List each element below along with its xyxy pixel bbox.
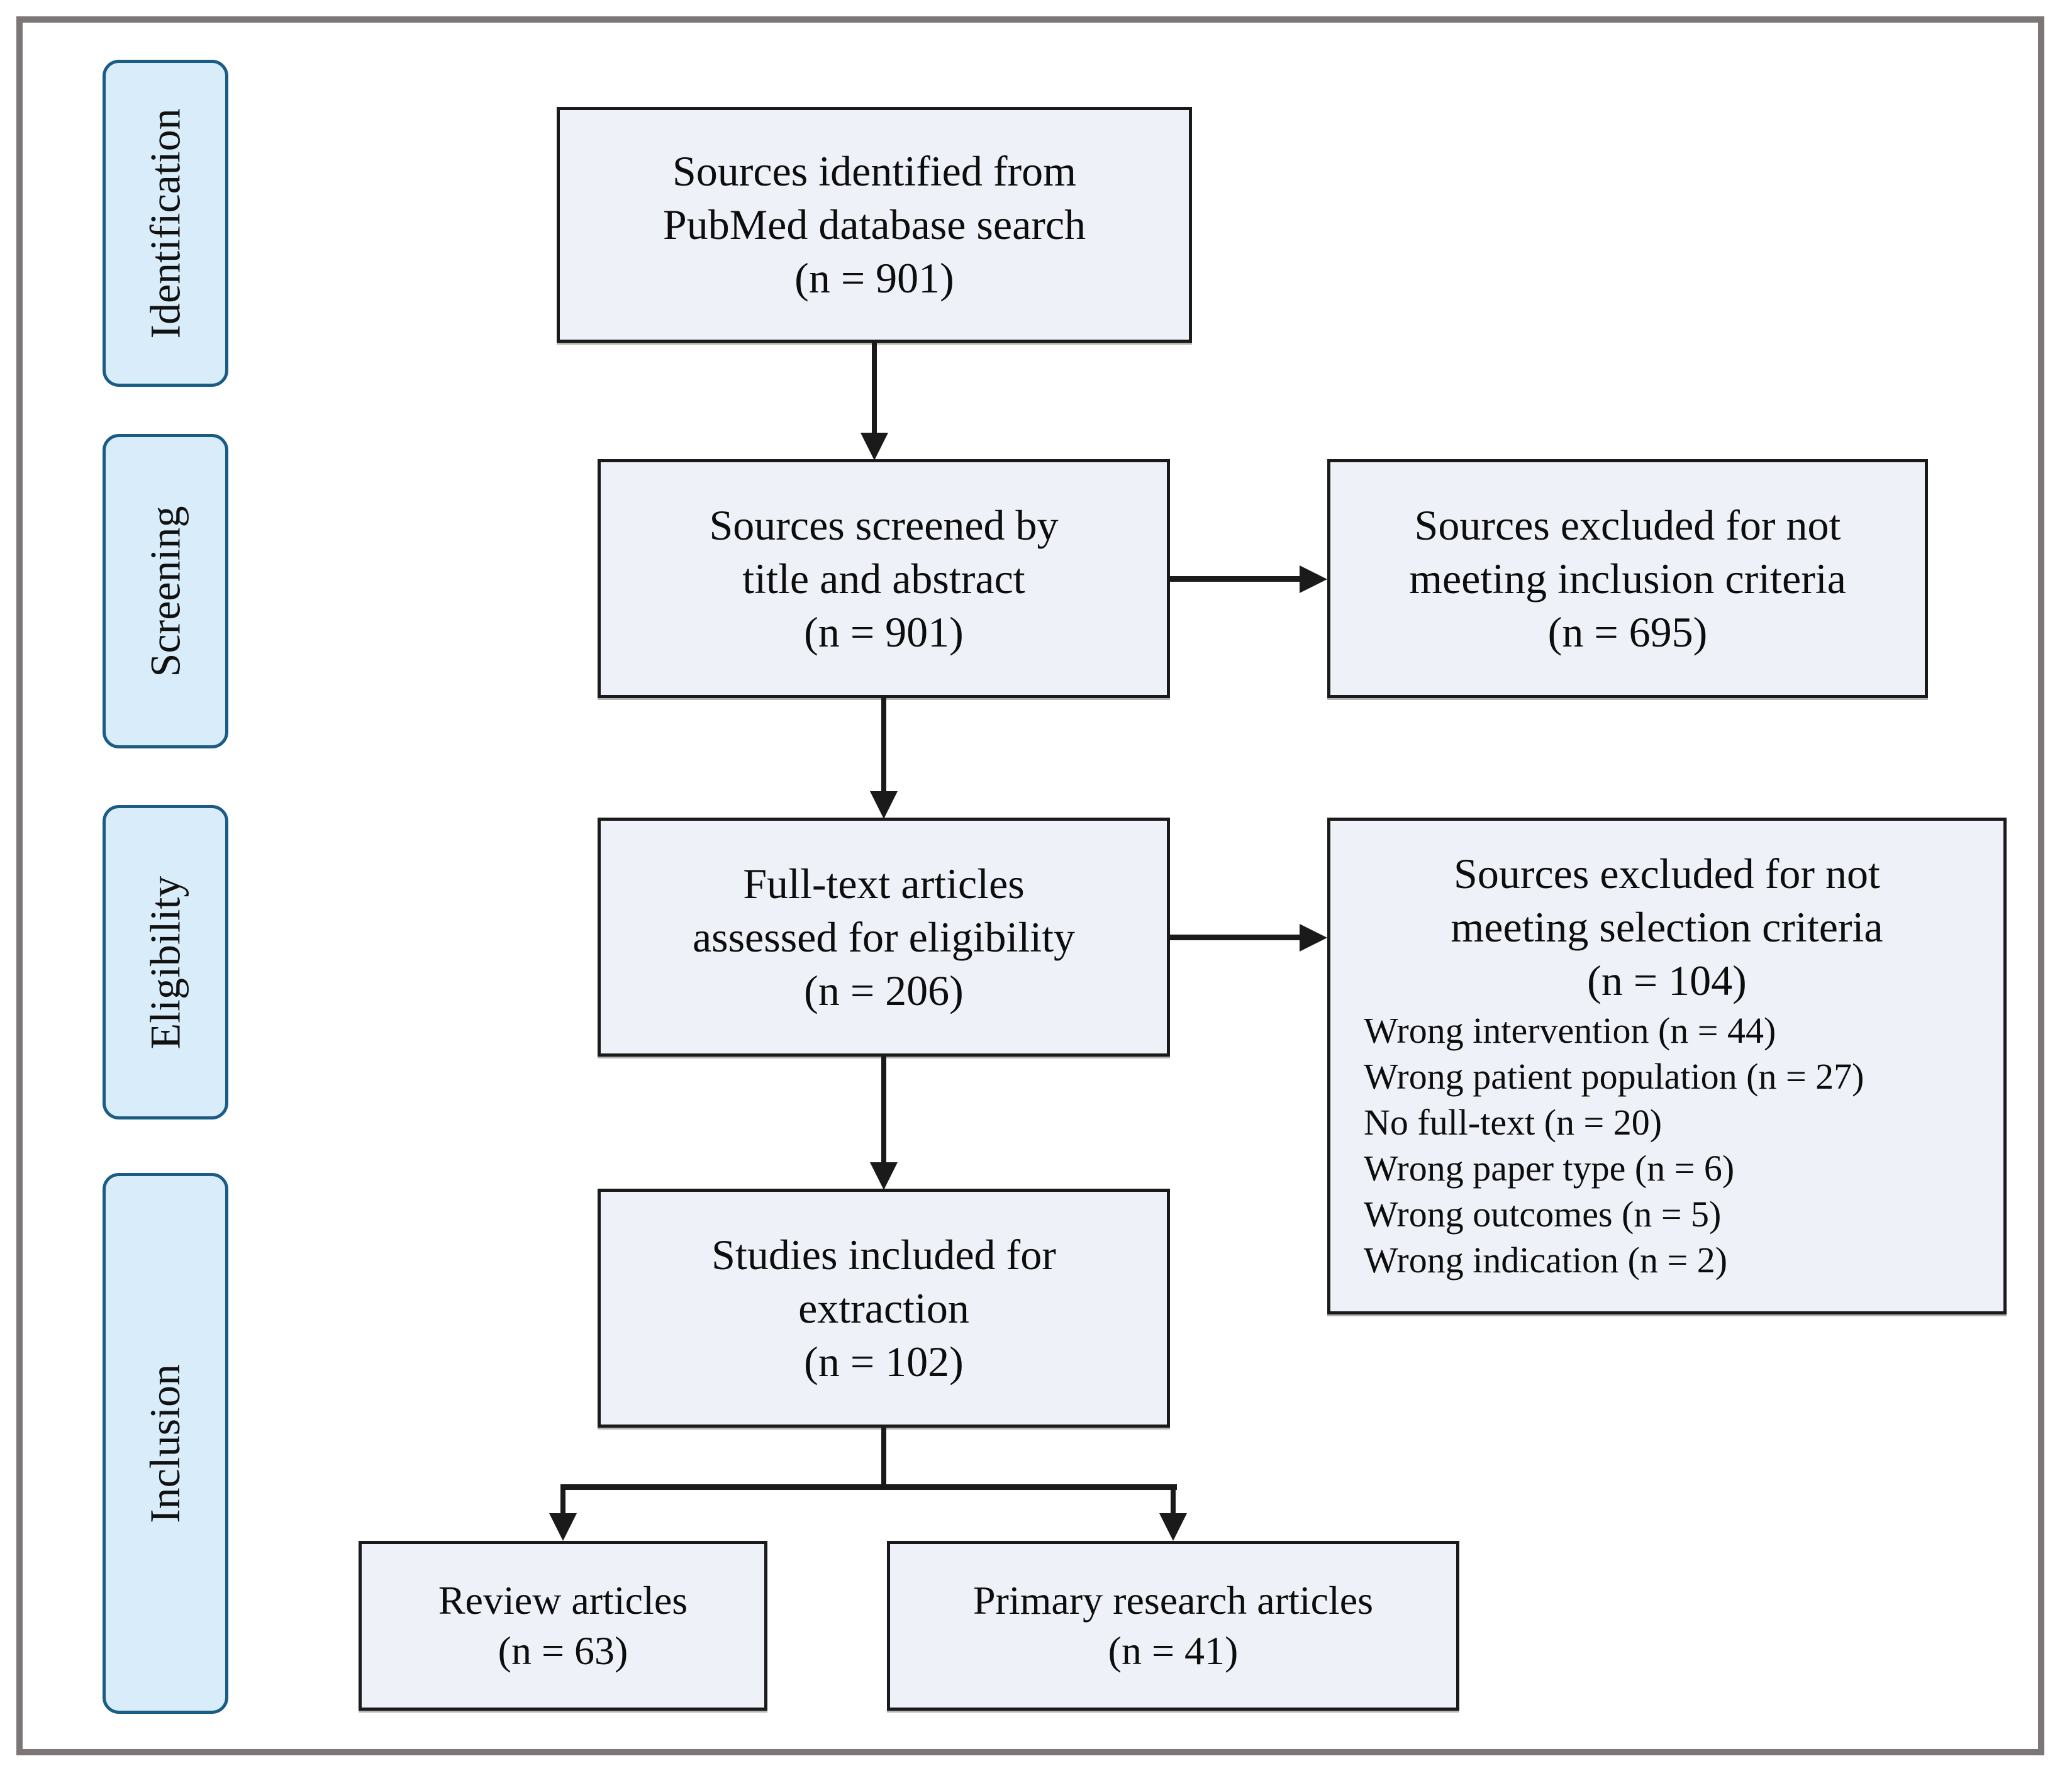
box-primary-research-articles: Primary research articles (n = 41): [887, 1541, 1459, 1711]
stage-label-eligibility-text: Eligibility: [141, 875, 189, 1049]
box-sources-screened-line: Sources screened by: [709, 501, 1059, 549]
box-fulltext-assessed-line: assessed for eligibility: [692, 913, 1076, 961]
box-excluded-selection-line: meeting selection criteria: [1451, 903, 1883, 951]
exclusion-reason: Wrong outcomes (n = 5): [1364, 1194, 1722, 1235]
box-sources-identified-line: Sources identified from: [672, 147, 1077, 195]
box-review-articles: Review articles (n = 63): [359, 1541, 767, 1711]
arrow-screened-to-fulltext: [881, 698, 886, 792]
arrowhead-down-icon: [549, 1513, 577, 1541]
box-fulltext-assessed-line: Full-text articles: [743, 859, 1025, 908]
arrow-split-to-review: [560, 1484, 565, 1516]
stage-label-identification-text: Identification: [141, 108, 189, 339]
arrowhead-down-icon: [870, 1162, 898, 1190]
arrowhead-right-icon: [1300, 924, 1327, 952]
stage-label-screening-text: Screening: [141, 506, 189, 677]
exclusion-reason-list: Wrong intervention (n = 44) Wrong patien…: [1346, 1008, 1988, 1283]
stage-label-inclusion-text: Inclusion: [141, 1364, 189, 1523]
box-excluded-inclusion-line: meeting inclusion criteria: [1409, 554, 1846, 603]
exclusion-reason: Wrong patient population (n = 27): [1364, 1056, 1864, 1097]
box-review-articles-count: (n = 63): [498, 1628, 628, 1673]
arrowhead-right-icon: [1300, 565, 1327, 593]
arrow-included-split-stub: [881, 1428, 886, 1487]
arrowhead-down-icon: [1159, 1513, 1187, 1541]
box-primary-research-count: (n = 41): [1108, 1628, 1239, 1673]
exclusion-reason: No full-text (n = 20): [1364, 1102, 1663, 1143]
box-excluded-inclusion-criteria: Sources excluded for not meeting inclusi…: [1327, 459, 1928, 698]
box-sources-screened-line: title and abstract: [742, 554, 1025, 603]
box-fulltext-assessed-count: (n = 206): [804, 966, 964, 1014]
box-excluded-selection-line: Sources excluded for not: [1454, 850, 1880, 897]
box-studies-included-count: (n = 102): [804, 1337, 964, 1386]
arrow-split-to-primary: [1171, 1484, 1176, 1516]
box-studies-included: Studies included for extraction (n = 102…: [598, 1189, 1170, 1428]
box-sources-identified: Sources identified from PubMed database …: [557, 107, 1192, 343]
arrow-fulltext-to-excluded: [1170, 935, 1301, 940]
box-excluded-inclusion-line: Sources excluded for not: [1414, 501, 1841, 549]
arrow-identified-to-screened: [872, 343, 877, 434]
box-review-articles-line: Review articles: [438, 1578, 688, 1623]
box-studies-included-line: extraction: [798, 1284, 969, 1332]
stage-label-eligibility: Eligibility: [103, 805, 228, 1119]
box-sources-screened: Sources screened by title and abstract (…: [598, 459, 1170, 698]
box-sources-identified-count: (n = 901): [794, 254, 954, 302]
stage-label-identification: Identification: [103, 60, 228, 387]
stage-label-screening: Screening: [103, 434, 228, 748]
arrowhead-down-icon: [861, 433, 888, 460]
exclusion-reason: Wrong paper type (n = 6): [1364, 1148, 1735, 1189]
stage-label-inclusion: Inclusion: [103, 1173, 228, 1714]
arrow-included-split-bar: [560, 1484, 1177, 1490]
arrowhead-down-icon: [870, 791, 898, 819]
box-excluded-selection-criteria: Sources excluded for not meeting selecti…: [1327, 818, 2007, 1314]
box-sources-identified-line: PubMed database search: [662, 201, 1086, 248]
box-studies-included-line: Studies included for: [711, 1230, 1056, 1279]
box-excluded-inclusion-count: (n = 695): [1547, 608, 1708, 656]
exclusion-reason: Wrong intervention (n = 44): [1364, 1010, 1776, 1051]
box-excluded-selection-count: (n = 104): [1587, 957, 1747, 1004]
box-sources-screened-count: (n = 901): [804, 608, 964, 656]
arrow-screened-to-excluded: [1170, 576, 1301, 582]
exclusion-reason: Wrong indication (n = 2): [1364, 1240, 1728, 1280]
box-primary-research-line: Primary research articles: [972, 1578, 1374, 1623]
box-fulltext-assessed: Full-text articles assessed for eligibil…: [598, 818, 1170, 1057]
arrow-fulltext-to-included: [881, 1057, 886, 1164]
